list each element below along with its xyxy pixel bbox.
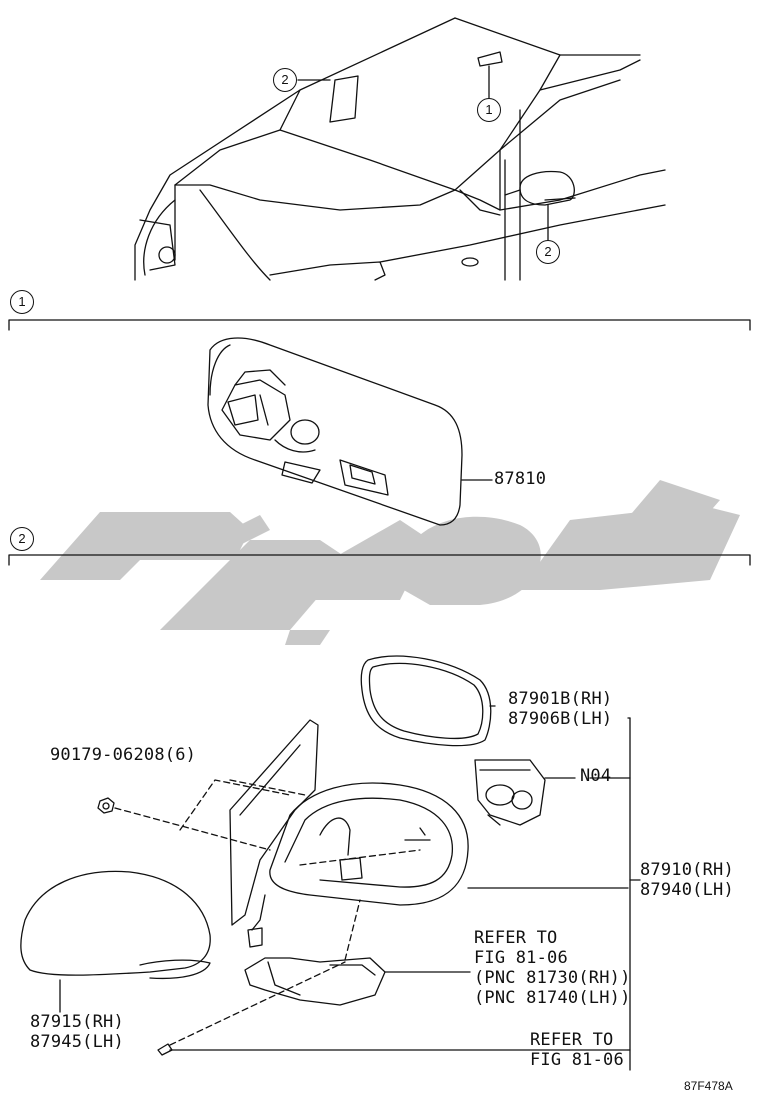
part-90179-label: 90179-06208(6) [50, 745, 197, 765]
section2-marker: 2 [10, 527, 34, 551]
part-87906b-label: 87906B(LH) [508, 709, 613, 729]
refer1-line4: (PNC 81740(LH)) [474, 988, 631, 1008]
part-n04-label: N04 [580, 766, 612, 786]
refer2-line1: REFER TO [530, 1030, 614, 1050]
section2-bracket [8, 554, 751, 566]
turn-signal-drawing [157, 957, 629, 1056]
callout-2-outer-mirror: 2 [536, 240, 560, 264]
inner-mirror-drawing [207, 337, 493, 526]
car-illustration [134, 17, 666, 281]
part-87940-label: 87940(LH) [640, 880, 734, 900]
refer2-line2: FIG 81-06 [530, 1050, 624, 1070]
callout-2-windshield: 2 [273, 68, 297, 92]
motor-drawing [474, 759, 576, 826]
screw-drawing [97, 797, 115, 814]
watermark-logo [40, 480, 740, 645]
part-87910-label: 87910(RH) [640, 860, 734, 880]
refer1-line2: FIG 81-06 [474, 948, 568, 968]
figure-id: 87F478A [684, 1079, 733, 1093]
part-87915-label: 87915(RH) [30, 1012, 124, 1032]
section1-bracket [8, 319, 751, 331]
mirror-glass-drawing [360, 655, 496, 747]
part-87945-label: 87945(LH) [30, 1032, 124, 1052]
mirror-cover-drawing [20, 870, 211, 1013]
section1-marker: 1 [10, 290, 34, 314]
refer1-line1: REFER TO [474, 928, 558, 948]
refer1-line3: (PNC 81730(RH)) [474, 968, 631, 988]
callout-1-inner-mirror: 1 [477, 98, 501, 122]
part-87810-label: 87810 [494, 469, 547, 489]
mirror-housing-drawing [229, 719, 629, 948]
part-87901b-label: 87901B(RH) [508, 689, 613, 709]
